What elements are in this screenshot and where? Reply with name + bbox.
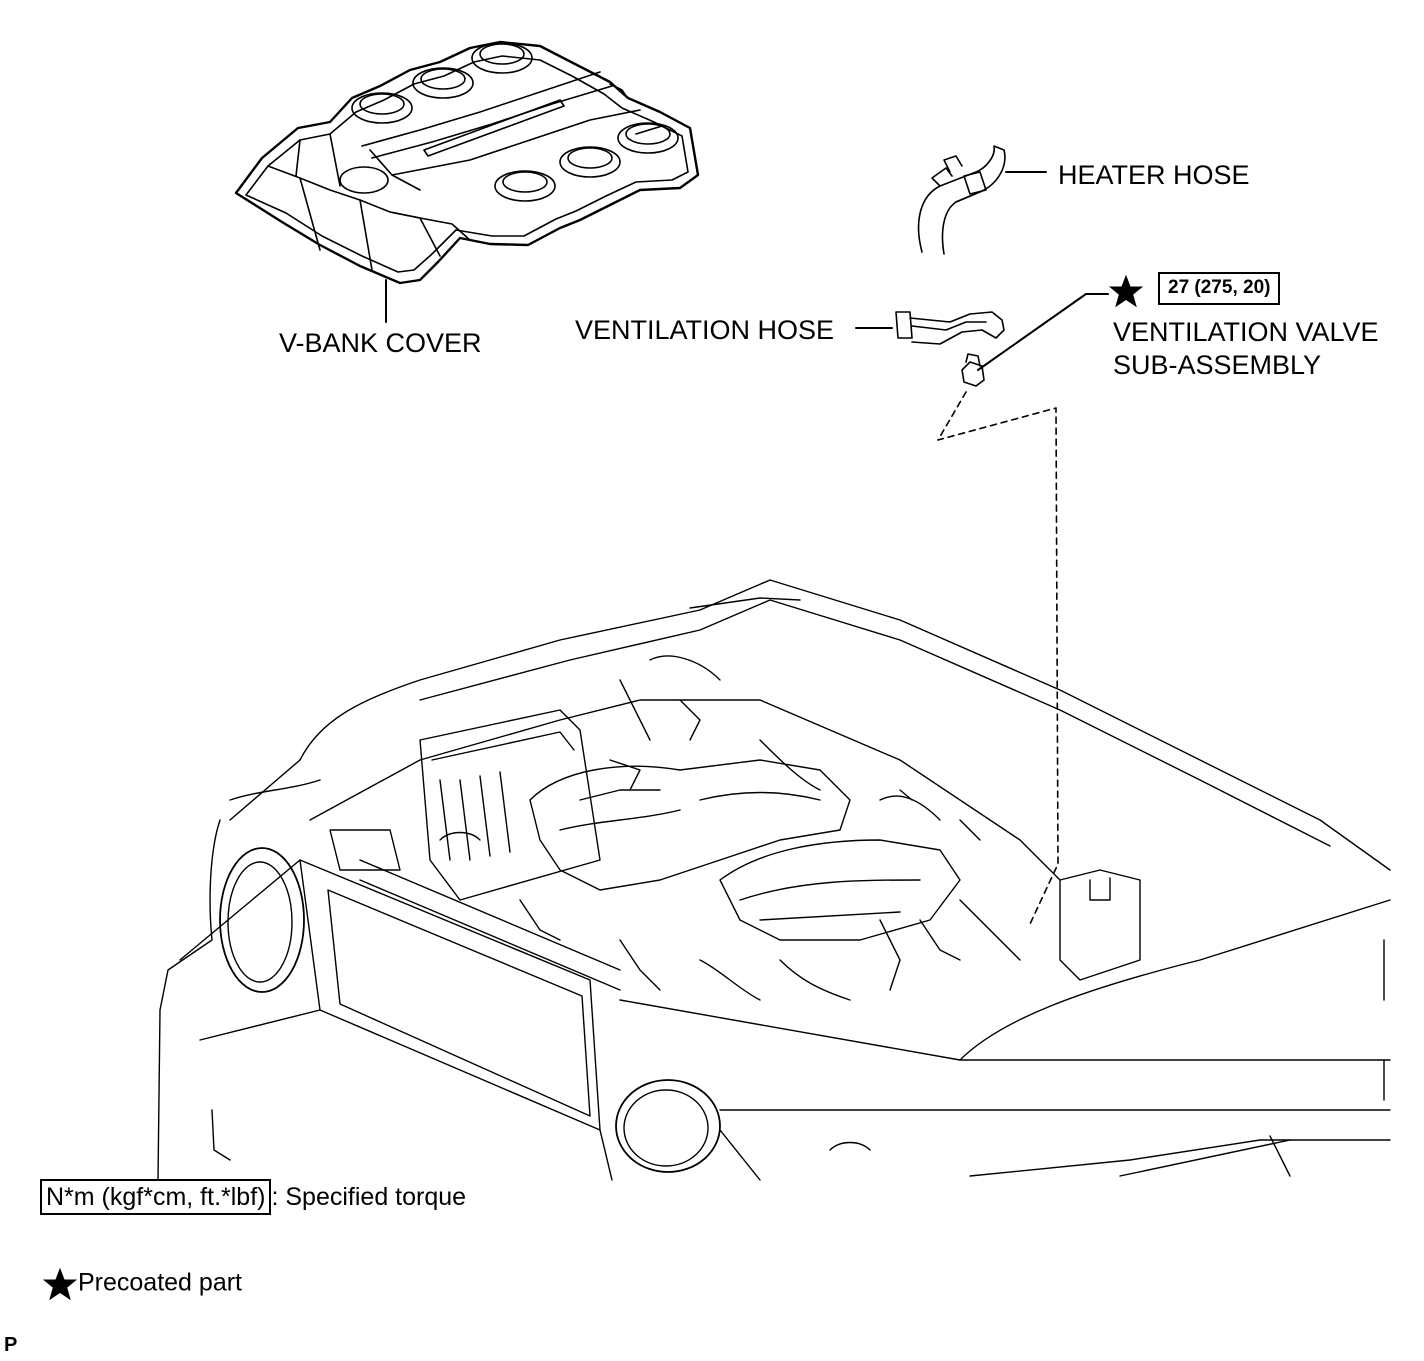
heater-hose-label: HEATER HOSE	[1058, 160, 1250, 190]
vehicle-engine-bay-drawing	[158, 580, 1390, 1180]
corner-mark: P	[4, 1334, 18, 1356]
precoated-legend: Precoated part	[42, 1266, 242, 1302]
ventilation-hose-drawing	[856, 312, 1004, 344]
precoated-legend-star-icon	[42, 1267, 78, 1301]
torque-legend-desc: : Specified torque	[271, 1183, 467, 1211]
heater-hose-drawing	[919, 146, 1046, 254]
ventilation-valve-drawing	[938, 294, 1108, 924]
torque-legend: N*m (kgf*cm, ft.*lbf): Specified torque	[40, 1179, 466, 1215]
ventilation-hose-label: VENTILATION HOSE	[575, 315, 835, 345]
precoated-star-icon	[1108, 274, 1144, 308]
precoated-legend-text: Precoated part	[78, 1268, 242, 1297]
torque-unit-box: N*m (kgf*cm, ft.*lbf)	[40, 1179, 272, 1215]
v-bank-cover-label: V-BANK COVER	[279, 328, 482, 358]
torque-value-box: 27 (275, 20)	[1158, 272, 1281, 305]
v-bank-cover-drawing	[236, 42, 698, 322]
ventilation-valve-label-line1: VENTILATION VALVE	[1113, 317, 1379, 347]
ventilation-valve-label-line2: SUB-ASSEMBLY	[1113, 350, 1322, 380]
